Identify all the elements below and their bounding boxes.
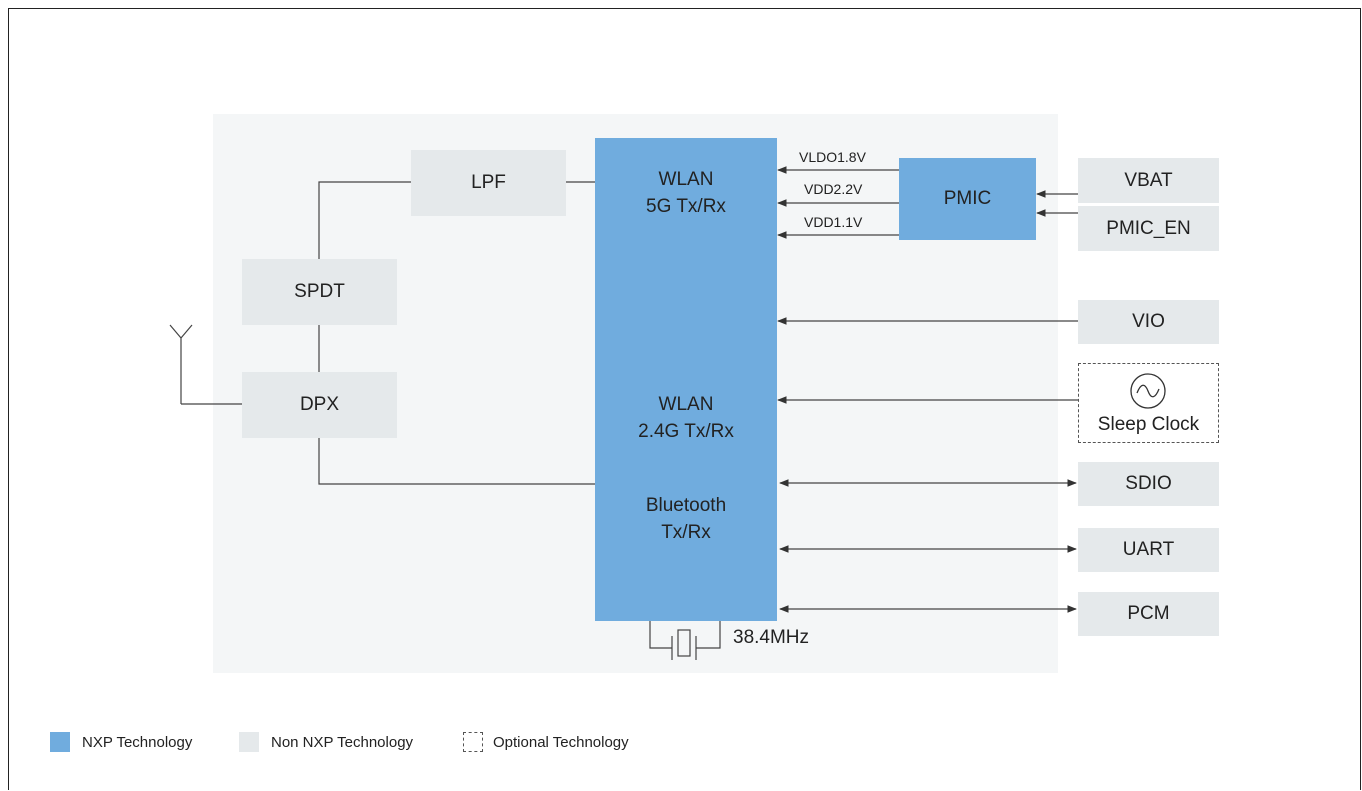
legend-non-nxp-swatch xyxy=(239,732,259,752)
dpx-chip-line xyxy=(318,438,595,485)
sleep-clock-block: Sleep Clock xyxy=(1078,363,1219,443)
chip-bluetooth-label: Bluetooth Tx/Rx xyxy=(645,495,727,543)
dpx-block: DPX xyxy=(242,372,397,438)
nxp-wifi-bt-chip: WLAN 5G Tx/Rx WLAN 2.4G Tx/Rx Bluetooth … xyxy=(595,138,777,621)
lpf-block: LPF xyxy=(411,150,566,216)
legend-optional-label: Optional Technology xyxy=(493,733,629,751)
legend-nxp-label: NXP Technology xyxy=(82,733,193,751)
vio-block: VIO xyxy=(1078,300,1219,344)
vbat-block: VBAT xyxy=(1078,158,1219,203)
pmic-en-block: PMIC_EN xyxy=(1078,206,1219,251)
pmic-block: PMIC xyxy=(899,158,1036,240)
legend-nxp-swatch xyxy=(50,732,70,752)
spdt-lpf-line xyxy=(318,181,411,259)
crystal-icon xyxy=(649,620,721,660)
pcm-block: PCM xyxy=(1078,592,1219,636)
legend-non-nxp-label: Non NXP Technology xyxy=(271,733,414,751)
legend-optional-swatch xyxy=(463,732,483,752)
rail-label-vdd22: VDD2.2V xyxy=(804,181,863,197)
rail-label-vdd11: VDD1.1V xyxy=(804,214,863,230)
chip-wlan-24g-label: WLAN 2.4G Tx/Rx xyxy=(638,394,734,442)
legend-non-nxp: Non NXP Technology xyxy=(239,732,413,752)
legend-optional: Optional Technology xyxy=(463,732,629,752)
rail-label-vldo: VLDO1.8V xyxy=(799,149,866,165)
chip-wlan-5g-label: WLAN 5G Tx/Rx xyxy=(646,169,726,217)
antenna-icon xyxy=(169,324,193,404)
sleep-clock-label: Sleep Clock xyxy=(1097,414,1200,435)
oscillator-icon xyxy=(1130,373,1166,409)
sdio-block: SDIO xyxy=(1078,462,1219,506)
spdt-block: SPDT xyxy=(242,259,397,325)
legend-nxp: NXP Technology xyxy=(50,732,192,752)
crystal-frequency-label: 38.4MHz xyxy=(733,627,810,648)
uart-block: UART xyxy=(1078,528,1219,572)
